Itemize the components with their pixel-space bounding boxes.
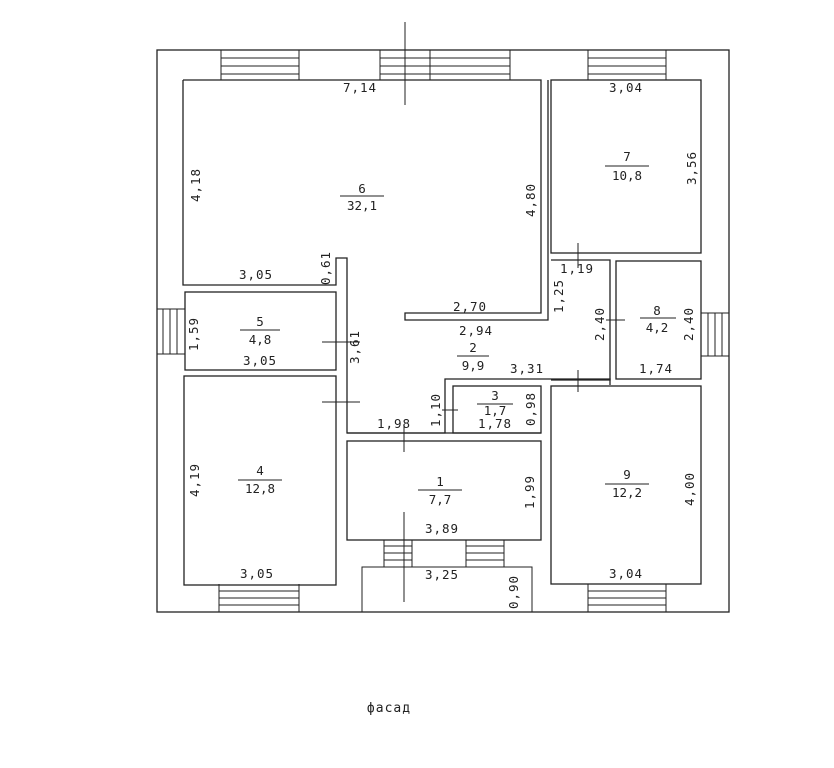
window-bottom-left xyxy=(218,584,300,612)
room-6-area: 32,1 xyxy=(347,198,377,213)
room-8-area: 4,2 xyxy=(646,320,669,335)
dim-r6-stub: 0,61 xyxy=(318,251,333,285)
window-left xyxy=(157,308,185,355)
dimension-labels: 7,14 4,18 3,05 0,61 4,80 2,70 3,04 3,56 … xyxy=(186,80,699,609)
room-3-label: 3 1,7 xyxy=(477,388,513,418)
room-7 xyxy=(550,79,702,254)
dim-corridor-height: 1,25 xyxy=(551,279,566,313)
room-9-label: 9 12,2 xyxy=(605,467,649,500)
room-3-number: 3 xyxy=(491,388,499,403)
dim-r6-left: 4,18 xyxy=(188,168,203,202)
dim-r9-bottom: 3,04 xyxy=(609,566,643,581)
dim-r6-right: 4,80 xyxy=(523,183,538,217)
room-6-wall-left xyxy=(182,80,348,286)
dim-r4-bottom: 3,05 xyxy=(240,566,274,581)
room-3-area: 1,7 xyxy=(484,403,507,418)
room-4-label: 4 12,8 xyxy=(238,463,282,496)
dim-r3-left: 1,10 xyxy=(428,393,443,427)
windows xyxy=(157,50,729,612)
room-9-number: 9 xyxy=(623,467,631,482)
room-9 xyxy=(550,385,702,585)
window-right xyxy=(701,312,729,357)
room-8-label: 8 4,2 xyxy=(640,303,676,335)
dim-r1-right: 1,99 xyxy=(522,475,537,509)
room-1-area: 7,7 xyxy=(429,492,452,507)
dim-r3-bottom: 1,78 xyxy=(478,416,512,431)
room-5-label: 5 4,8 xyxy=(240,314,280,347)
dim-r6-top: 7,14 xyxy=(343,80,377,95)
dim-hall-height: 3,61 xyxy=(347,330,362,364)
exterior-walls xyxy=(156,49,730,613)
room-7-area: 10,8 xyxy=(612,168,642,183)
room-labels: 6 32,1 7 10,8 8 4,2 5 4,8 2 9,9 3 1,7 xyxy=(238,149,676,507)
room-4-area: 12,8 xyxy=(245,481,275,496)
dim-hall-width: 2,94 xyxy=(459,323,493,338)
room-1 xyxy=(346,440,542,541)
dim-corridor-width: 1,19 xyxy=(560,261,594,276)
dim-r5-bottom: 3,05 xyxy=(243,353,277,368)
room-5 xyxy=(184,291,337,371)
dim-r6-inner: 2,70 xyxy=(453,299,487,314)
dim-r9-right: 4,00 xyxy=(682,472,697,506)
window-top-right xyxy=(587,50,667,80)
room-7-number: 7 xyxy=(623,149,631,164)
door-markers xyxy=(322,22,625,602)
window-room-1-left xyxy=(383,540,413,567)
room-5-area: 4,8 xyxy=(249,332,272,347)
room-6-number: 6 xyxy=(358,181,366,196)
room-7-label: 7 10,8 xyxy=(605,149,649,183)
room-2-label: 2 9,9 xyxy=(457,340,489,373)
dim-r8-bottom: 1,74 xyxy=(639,361,673,376)
facade-label: фасад xyxy=(367,701,411,716)
dim-r4-left: 4,19 xyxy=(187,463,202,497)
room-6-label: 6 32,1 xyxy=(340,181,384,213)
window-bottom-right xyxy=(587,584,667,612)
room-1-label: 1 7,7 xyxy=(418,474,462,507)
dim-hall-bottom: 3,31 xyxy=(510,361,544,376)
room-2-area: 9,9 xyxy=(462,358,485,373)
dim-r1-top: 1,98 xyxy=(377,416,411,431)
room-2-number: 2 xyxy=(469,340,477,355)
room-4 xyxy=(183,375,337,586)
room-4-number: 4 xyxy=(256,463,264,478)
dim-r5-left: 1,59 xyxy=(186,317,201,351)
dim-r3-right: 0,98 xyxy=(523,392,538,426)
window-room-1-right xyxy=(465,540,505,567)
room-5-number: 5 xyxy=(256,314,264,329)
dim-r7-top: 3,04 xyxy=(609,80,643,95)
room-6-wall xyxy=(183,79,549,321)
room-2-walls xyxy=(346,285,611,434)
window-top-left xyxy=(220,50,300,80)
dim-r1-bottom: 3,89 xyxy=(425,521,459,536)
dim-r8-right: 2,40 xyxy=(681,307,696,341)
rooms xyxy=(182,79,702,586)
room-9-area: 12,2 xyxy=(612,485,642,500)
room-8-number: 8 xyxy=(653,303,661,318)
dim-r7-right: 3,56 xyxy=(684,151,699,185)
dim-porch-width: 3,25 xyxy=(425,567,459,582)
room-1-number: 1 xyxy=(436,474,444,489)
dim-r6-bottom: 3,05 xyxy=(239,267,273,282)
dim-r8-left: 2,40 xyxy=(592,307,607,341)
dim-porch-depth: 0,90 xyxy=(506,575,521,609)
porch xyxy=(361,566,533,613)
window-top-center xyxy=(379,50,511,80)
